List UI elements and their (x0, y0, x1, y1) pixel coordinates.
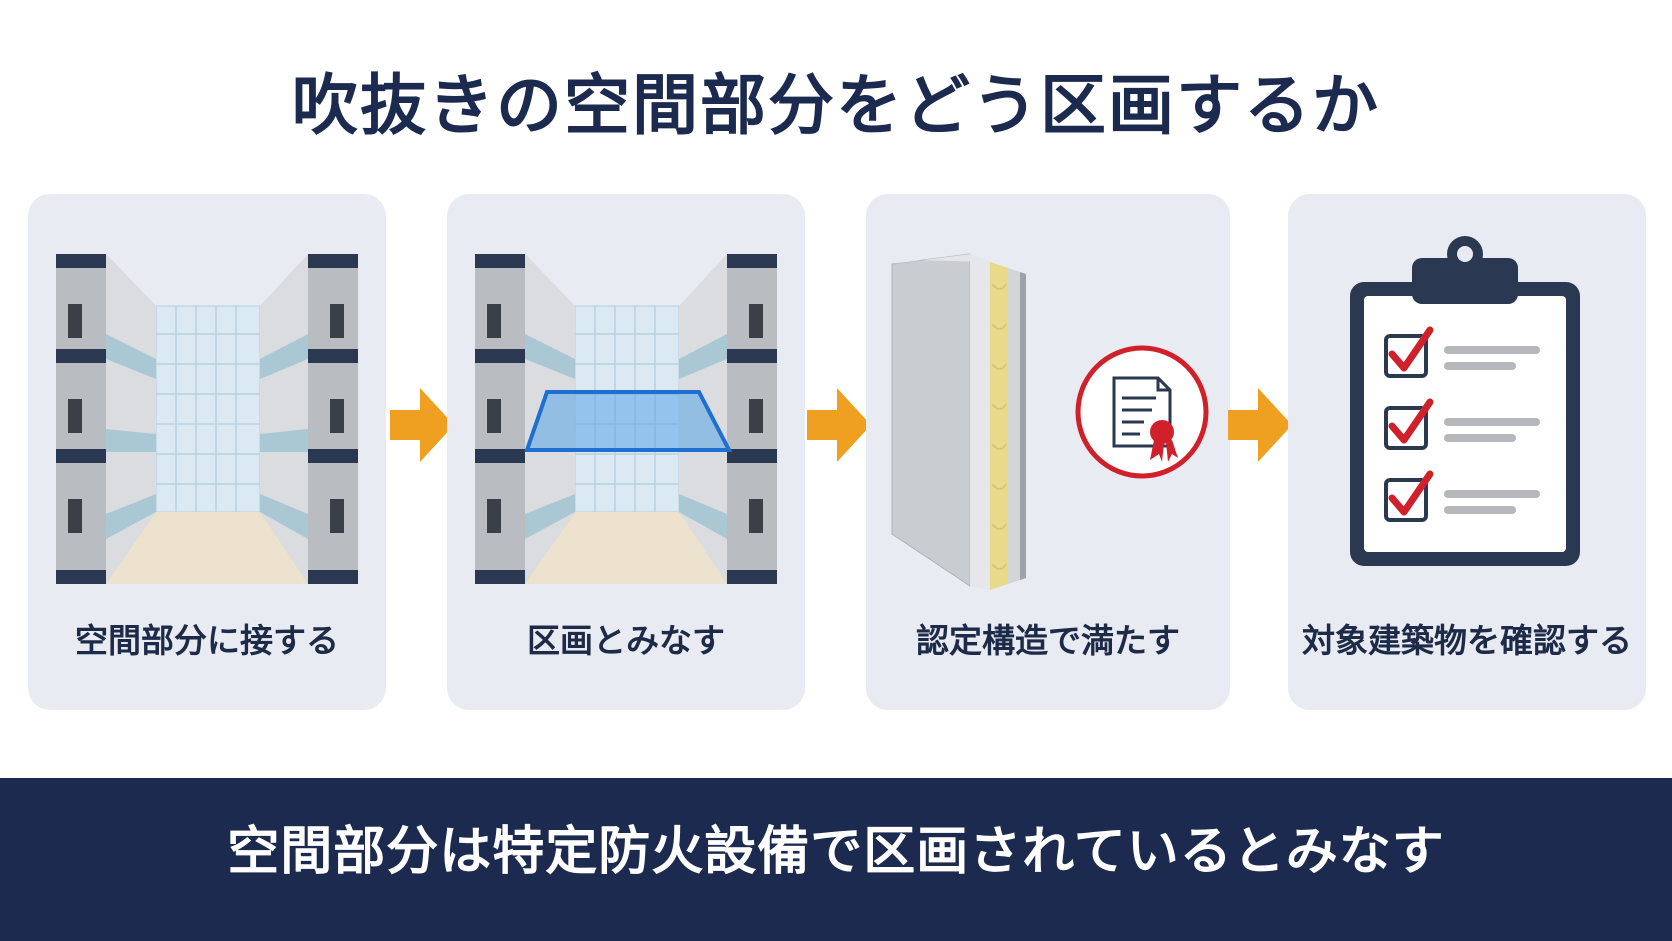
step-label-3: 認定構造で満たす (916, 621, 1180, 660)
arrow-right-icon (807, 388, 871, 462)
step-card-3: 認定構造で満たす (866, 194, 1230, 710)
step-label-2: 区画とみなす (527, 621, 725, 660)
certified-wall-icon (891, 253, 1209, 590)
step-label-4: 対象建築物を確認する (1302, 621, 1632, 660)
atrium-building-icon (56, 254, 358, 584)
step-label-1: 空間部分に接する (75, 621, 339, 660)
step-card-4: 対象建築物を確認する (1288, 194, 1646, 710)
arrow-right-icon (1228, 388, 1292, 462)
step-card-1: 空間部分に接する (28, 194, 386, 710)
summary-text: 空間部分は特定防火設備で区画されているとみなす (227, 822, 1445, 882)
checklist-clipboard-icon (1350, 236, 1580, 566)
summary-banner: 空間部分は特定防火設備で区画されているとみなす (0, 778, 1672, 941)
page-title: 吹抜きの空間部分をどう区画するか (292, 67, 1380, 144)
step-card-2: 区画とみなす (447, 194, 805, 710)
arrow-right-icon (390, 388, 454, 462)
atrium-partition-icon (475, 254, 777, 584)
